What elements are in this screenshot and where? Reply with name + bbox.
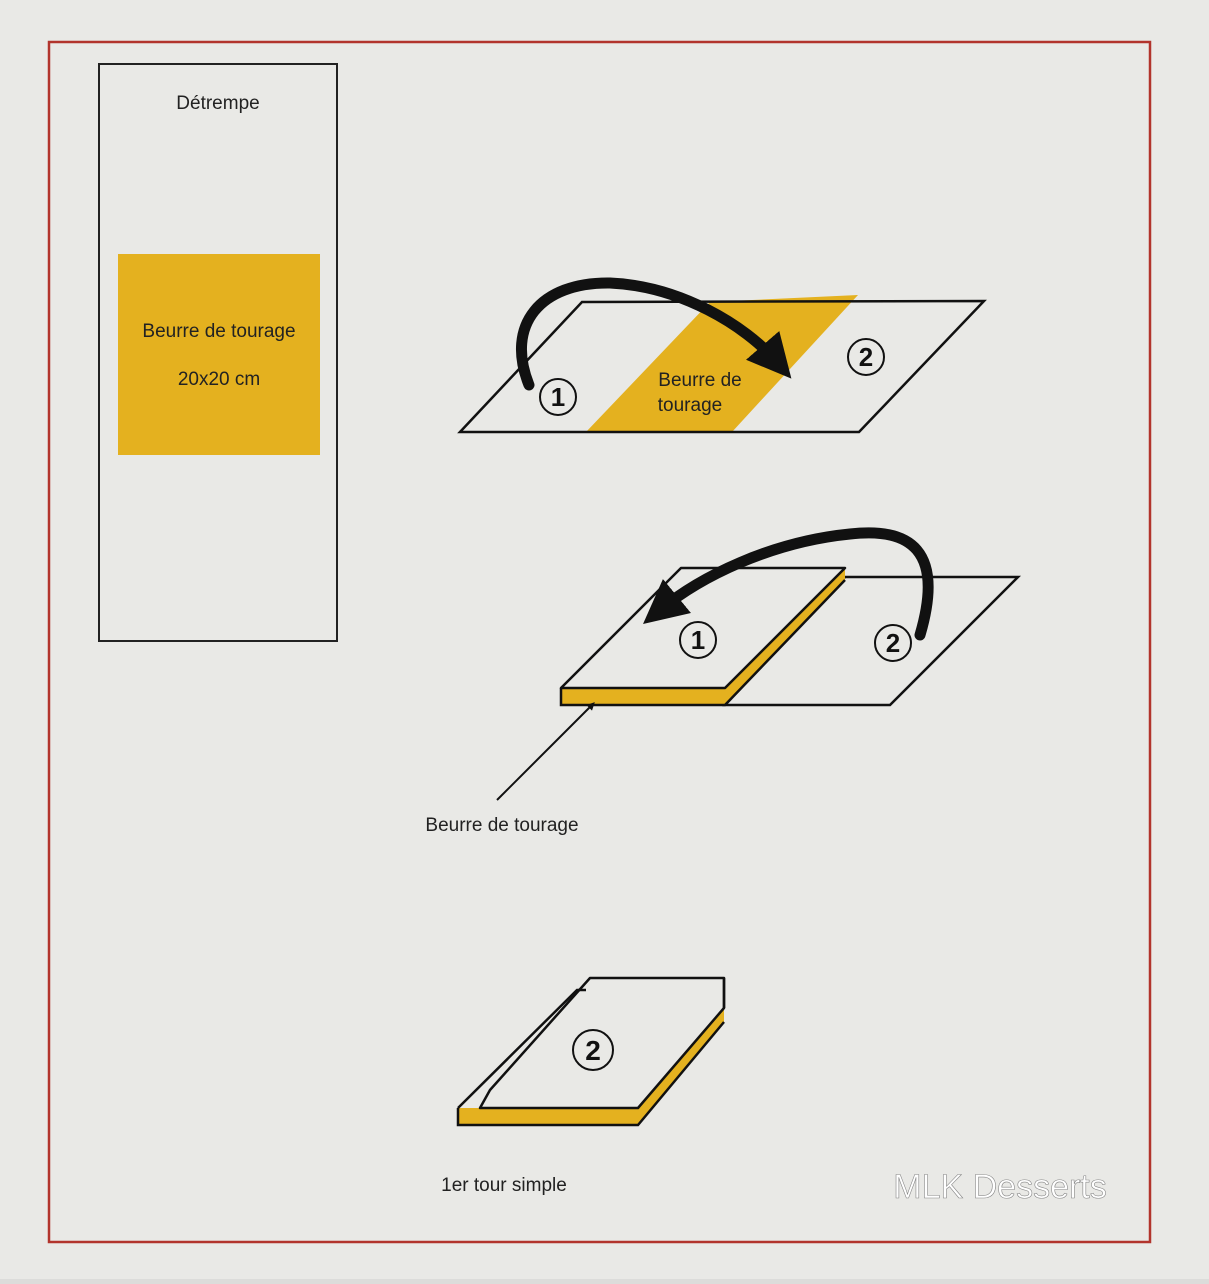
step2-layer-edge (559, 579, 846, 707)
step3-caption: 1er tour simple (441, 1175, 567, 1196)
step2-butter-edge-side (725, 568, 845, 705)
step2-callout-label: Beurre de tourage (425, 815, 578, 836)
detrempe-title: Détrempe (176, 93, 259, 114)
detrempe-panel: Détrempe Beurre de tourage 20x20 cm (98, 63, 338, 642)
step2-marker-2: 2 (874, 624, 912, 662)
step3-diagram: 2 1er tour simple (441, 976, 726, 1196)
step2-diagram: 1 2 Beurre de tourage (425, 527, 1022, 836)
watermark-text: MLK Desserts (893, 1168, 1107, 1206)
step2-marker-2-number: 2 (886, 628, 900, 658)
step1-fold-arrow (515, 277, 792, 391)
step1-diagram: Beurre de tourage 1 2 (457, 277, 987, 434)
step2-callout-pointer (496, 702, 595, 801)
step3-block-edge (456, 1021, 725, 1127)
step2-folded-layer (559, 566, 847, 690)
step1-butter-label-line2: tourage (658, 395, 722, 416)
butter-square-label: Beurre de tourage (142, 321, 295, 342)
step1-marker-1-number: 1 (551, 382, 565, 412)
step1-butter-strip (586, 295, 858, 432)
butter-square-size: 20x20 cm (178, 369, 260, 390)
butter-square (118, 254, 320, 455)
step1-butter-label-line1: Beurre de (658, 370, 741, 391)
step1-dough-sheet (457, 299, 987, 434)
detrempe-rectangle (98, 63, 338, 642)
step1-marker-2: 2 (847, 338, 885, 376)
step1-marker-2-number: 2 (859, 342, 873, 372)
step2-butter-edge-front (561, 688, 725, 705)
step1-marker-1: 1 (539, 378, 577, 416)
step3-butter-edge-side (638, 1008, 724, 1125)
step2-marker-1-number: 1 (691, 625, 705, 655)
step3-marker-2-number: 2 (585, 1035, 601, 1066)
red-frame (47, 40, 1152, 1244)
step3-marker-2: 2 (572, 1029, 614, 1071)
step3-butter-edge-front (458, 1108, 638, 1125)
step2-fold-arrow (643, 527, 934, 641)
step3-bottom-layer-edge (457, 988, 586, 1109)
step3-block-top (458, 988, 724, 1108)
step2-marker-1: 1 (679, 621, 717, 659)
